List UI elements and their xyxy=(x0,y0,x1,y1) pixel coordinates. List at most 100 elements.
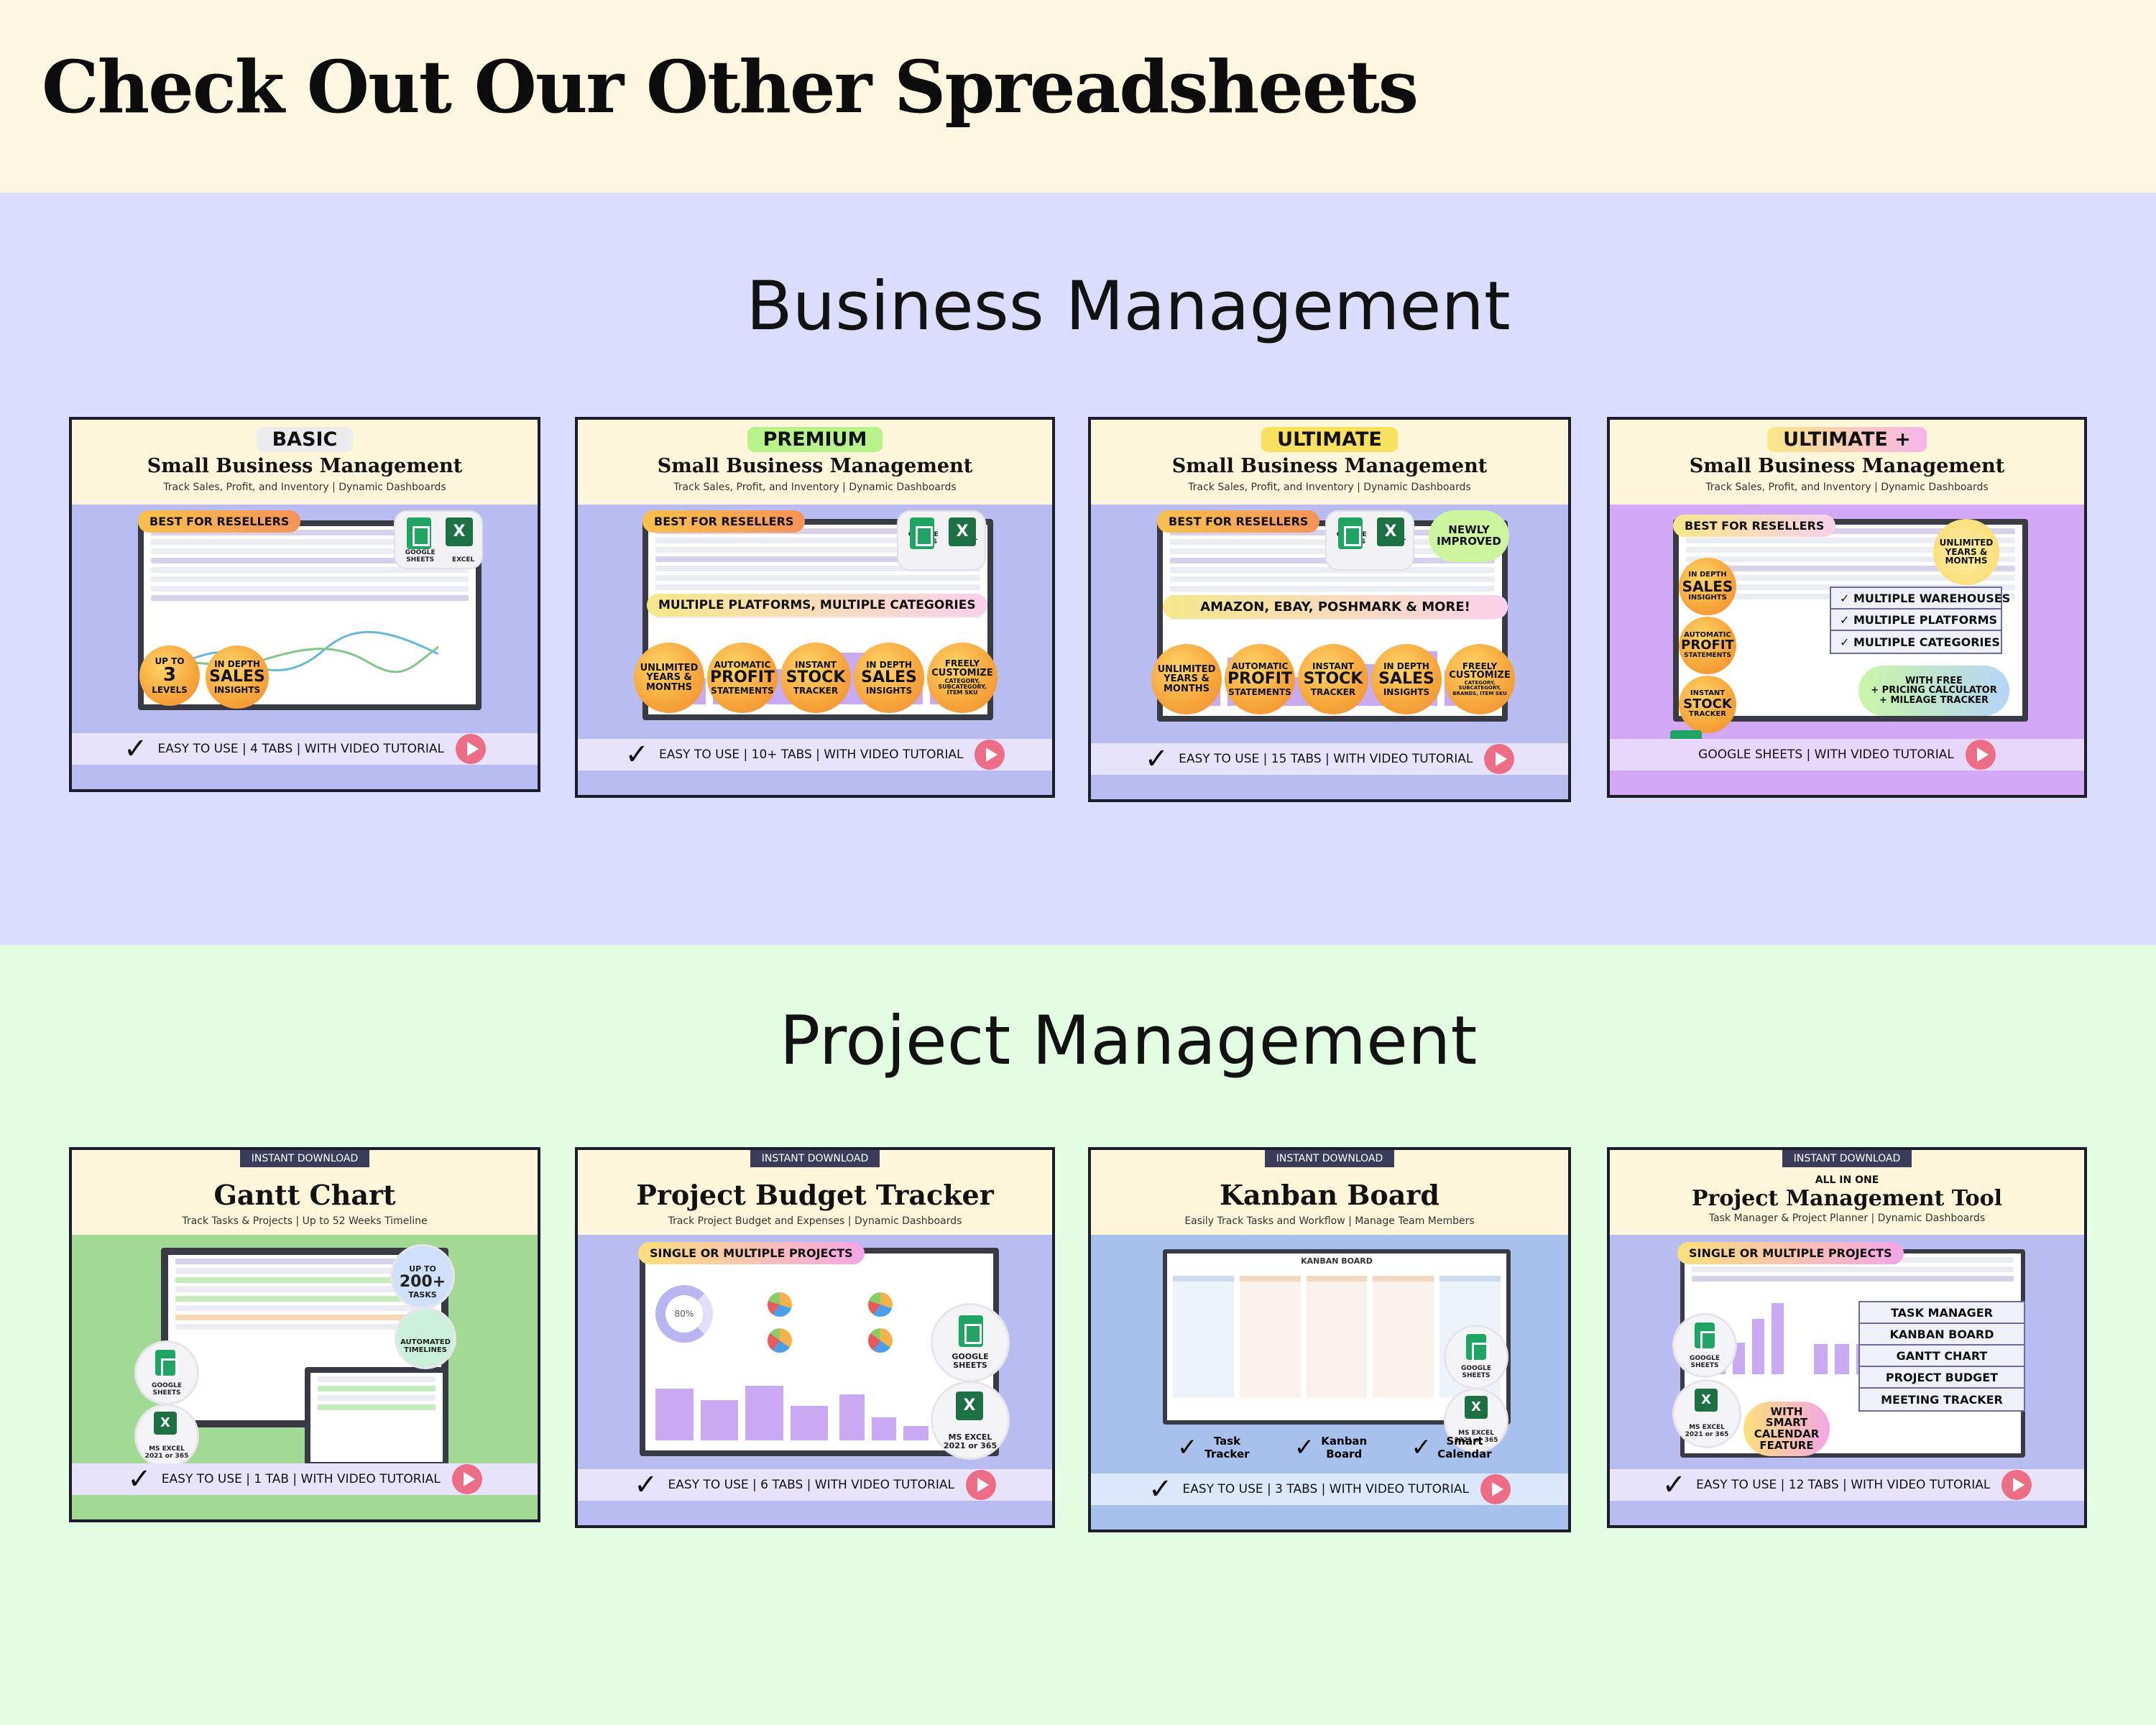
feature-list-item: KANBAN BOARD xyxy=(1860,1324,2024,1346)
feature-checklist: ✓ MULTIPLE WAREHOUSES ✓ MULTIPLE PLATFOR… xyxy=(1830,586,2010,654)
bar-chart-preview xyxy=(655,1383,828,1440)
card-title: Small Business Management xyxy=(1171,455,1488,477)
card-title: Small Business Management xyxy=(147,455,463,477)
newly-improved-badge: NEWLY IMPROVED xyxy=(1429,510,1509,562)
card-footer: ✓EASY TO USE | 4 TABS | WITH VIDEO TUTOR… xyxy=(72,733,538,789)
card-title: Small Business Management xyxy=(1689,455,2005,477)
product-card-premium[interactable]: PREMIUM Small Business Management Track … xyxy=(575,417,1055,798)
card-footer: ✓EASY TO USE | 1 TAB | WITH VIDEO TUTORI… xyxy=(72,1463,538,1519)
product-card-gantt-chart[interactable]: INSTANT DOWNLOAD Gantt Chart Track Tasks… xyxy=(69,1147,540,1522)
product-card-project-budget-tracker[interactable]: INSTANT DOWNLOAD Project Budget Tracker … xyxy=(575,1147,1055,1528)
check-icon: ✓ xyxy=(1144,742,1169,776)
card-preview: SINGLE OR MULTIPLE PROJECTS TASK MANAGER… xyxy=(1610,1235,2084,1469)
unlimited-badge: UNLIMITED YEARS & MONTHS xyxy=(634,643,704,713)
budget-donut-chart: 80% xyxy=(655,1285,713,1343)
play-video-icon[interactable] xyxy=(1484,744,1515,774)
checklist-item: ✓ MULTIPLE WAREHOUSES xyxy=(1831,588,2010,610)
play-video-icon[interactable] xyxy=(2001,1470,2032,1500)
card-subtitle: Track Sales, Profit, and Inventory | Dyn… xyxy=(163,482,446,493)
product-card-kanban-board[interactable]: INSTANT DOWNLOAD Kanban Board Easily Tra… xyxy=(1088,1147,1571,1532)
kanban-features: ✓Task Tracker ✓Kanban Board ✓Smart Calen… xyxy=(1177,1433,1493,1462)
card-subtitle: Easily Track Tasks and Workflow | Manage… xyxy=(1184,1215,1475,1227)
page-header: Check Out Our Other Spreadsheets xyxy=(0,0,2156,193)
card-footer: GOOGLE SHEETS | WITH VIDEO TUTORIAL xyxy=(1610,739,2084,795)
google-sheets-excel-badge: X GOOGLE SHEETS EXCEL xyxy=(395,512,482,568)
card-subtitle: Track Tasks & Projects | Up to 52 Weeks … xyxy=(182,1215,428,1227)
card-subtitle: Task Manager & Project Planner | Dynamic… xyxy=(1708,1213,1986,1224)
google-sheets-badge: GOOGLE SHEETS xyxy=(933,1305,1008,1380)
footer-text: EASY TO USE | 10+ TABS | WITH VIDEO TUTO… xyxy=(659,748,964,762)
pie-chart-preview xyxy=(768,1292,792,1317)
best-for-resellers-pill: BEST FOR RESELLERS xyxy=(1673,515,1836,537)
footer-text: EASY TO USE | 6 TABS | WITH VIDEO TUTORI… xyxy=(668,1478,954,1492)
play-video-icon[interactable] xyxy=(1965,740,1996,770)
instant-download-label: INSTANT DOWNLOAD xyxy=(1264,1150,1395,1167)
feature-kanban-board: ✓Kanban Board xyxy=(1294,1433,1368,1462)
google-sheets-icon xyxy=(155,1350,178,1379)
feature-banner: MULTIPLE PLATFORMS, MULTIPLE CATEGORIES xyxy=(647,594,987,617)
unlimited-badge: UNLIMITED YEARS & MONTHS xyxy=(1151,644,1222,714)
card-title: Small Business Management xyxy=(657,455,973,477)
single-or-multiple-projects-pill: SINGLE OR MULTIPLE PROJECTS xyxy=(638,1242,865,1264)
excel-icon: X xyxy=(949,518,976,546)
free-tools-badge: WITH FREE + PRICING CALCULATOR + MILEAGE… xyxy=(1858,666,2009,716)
tier-badge: ULTIMATE xyxy=(1261,427,1398,452)
card-title: Kanban Board xyxy=(1219,1179,1439,1211)
google-sheets-excel-badge: X GOOGLE SHEETS EXCEL xyxy=(1327,512,1413,569)
checklist-item: ✓ MULTIPLE CATEGORIES xyxy=(1831,631,2001,653)
google-sheets-icon xyxy=(407,518,431,549)
check-icon: ✓ xyxy=(1294,1433,1315,1462)
all-in-one-label: ALL IN ONE xyxy=(1815,1174,1879,1186)
product-card-basic[interactable]: BASIC Small Business Management Track Sa… xyxy=(69,417,540,792)
google-sheets-badge: GOOGLE SHEETS xyxy=(1674,1315,1735,1376)
product-card-ultimate[interactable]: ULTIMATE Small Business Management Track… xyxy=(1088,417,1571,802)
sales-insights-badge: IN DEPTH SALES INSIGHTS xyxy=(206,645,269,709)
card-preview: BEST FOR RESELLERS X GOOGLE SHEETS EXCEL… xyxy=(72,505,538,733)
card-preview: 80% SINGLE OR MULTIPLE PROJECTS GOOGLE S… xyxy=(578,1235,1052,1469)
card-title: Project Management Tool xyxy=(1691,1186,2003,1211)
card-preview: BEST FOR RESELLERS X GOOGLE SHEETS EXCEL… xyxy=(1091,505,1568,743)
feature-list-item: GANTT CHART xyxy=(1860,1346,2024,1367)
google-sheets-label: GOOGLE SHEETS xyxy=(405,549,436,564)
kanban-board-title: KANBAN BOARD xyxy=(1301,1256,1373,1266)
excel-icon: X xyxy=(446,518,473,546)
card-preview: BEST FOR RESELLERS X GOOGLE SHEETS EXCEL… xyxy=(578,505,1052,739)
play-video-icon[interactable] xyxy=(975,740,1005,770)
play-video-icon[interactable] xyxy=(1480,1474,1511,1504)
play-video-icon[interactable] xyxy=(455,734,486,764)
card-footer: ✓ EASY TO USE | 15 TABS | WITH VIDEO TUTO… xyxy=(1091,743,1568,799)
play-video-icon[interactable] xyxy=(451,1464,482,1494)
card-subtitle: Track Sales, Profit, and Inventory | Dyn… xyxy=(673,482,957,493)
product-card-project-management-tool[interactable]: INSTANT DOWNLOAD ALL IN ONE Project Mana… xyxy=(1607,1147,2087,1528)
play-video-icon[interactable] xyxy=(965,1470,996,1500)
best-for-resellers-pill: BEST FOR RESELLERS xyxy=(138,510,301,533)
check-icon: ✓ xyxy=(634,1468,658,1501)
check-icon: ✓ xyxy=(124,732,148,765)
instant-download-label: INSTANT DOWNLOAD xyxy=(239,1150,370,1167)
best-for-resellers-pill: BEST FOR RESELLERS xyxy=(1157,510,1320,533)
pie-chart-preview xyxy=(868,1328,893,1353)
footer-text: EASY TO USE | 15 TABS | WITH VIDEO TUTOR… xyxy=(1179,752,1473,766)
card-subtitle: Track Sales, Profit, and Inventory | Dyn… xyxy=(1188,482,1471,493)
card-subtitle: Track Sales, Profit, and Inventory | Dyn… xyxy=(1705,482,1989,493)
page-title: Check Out Our Other Spreadsheets xyxy=(42,45,1419,129)
card-title: Gantt Chart xyxy=(213,1179,396,1211)
single-or-multiple-projects-pill: SINGLE OR MULTIPLE PROJECTS xyxy=(1677,1242,1904,1264)
product-card-ultimate-plus[interactable]: ULTIMATE + Small Business Management Tra… xyxy=(1607,417,2087,798)
feature-list-item: MEETING TRACKER xyxy=(1860,1389,2024,1410)
smart-calendar-badge: WITH SMART CALENDAR FEATURE xyxy=(1743,1402,1830,1456)
